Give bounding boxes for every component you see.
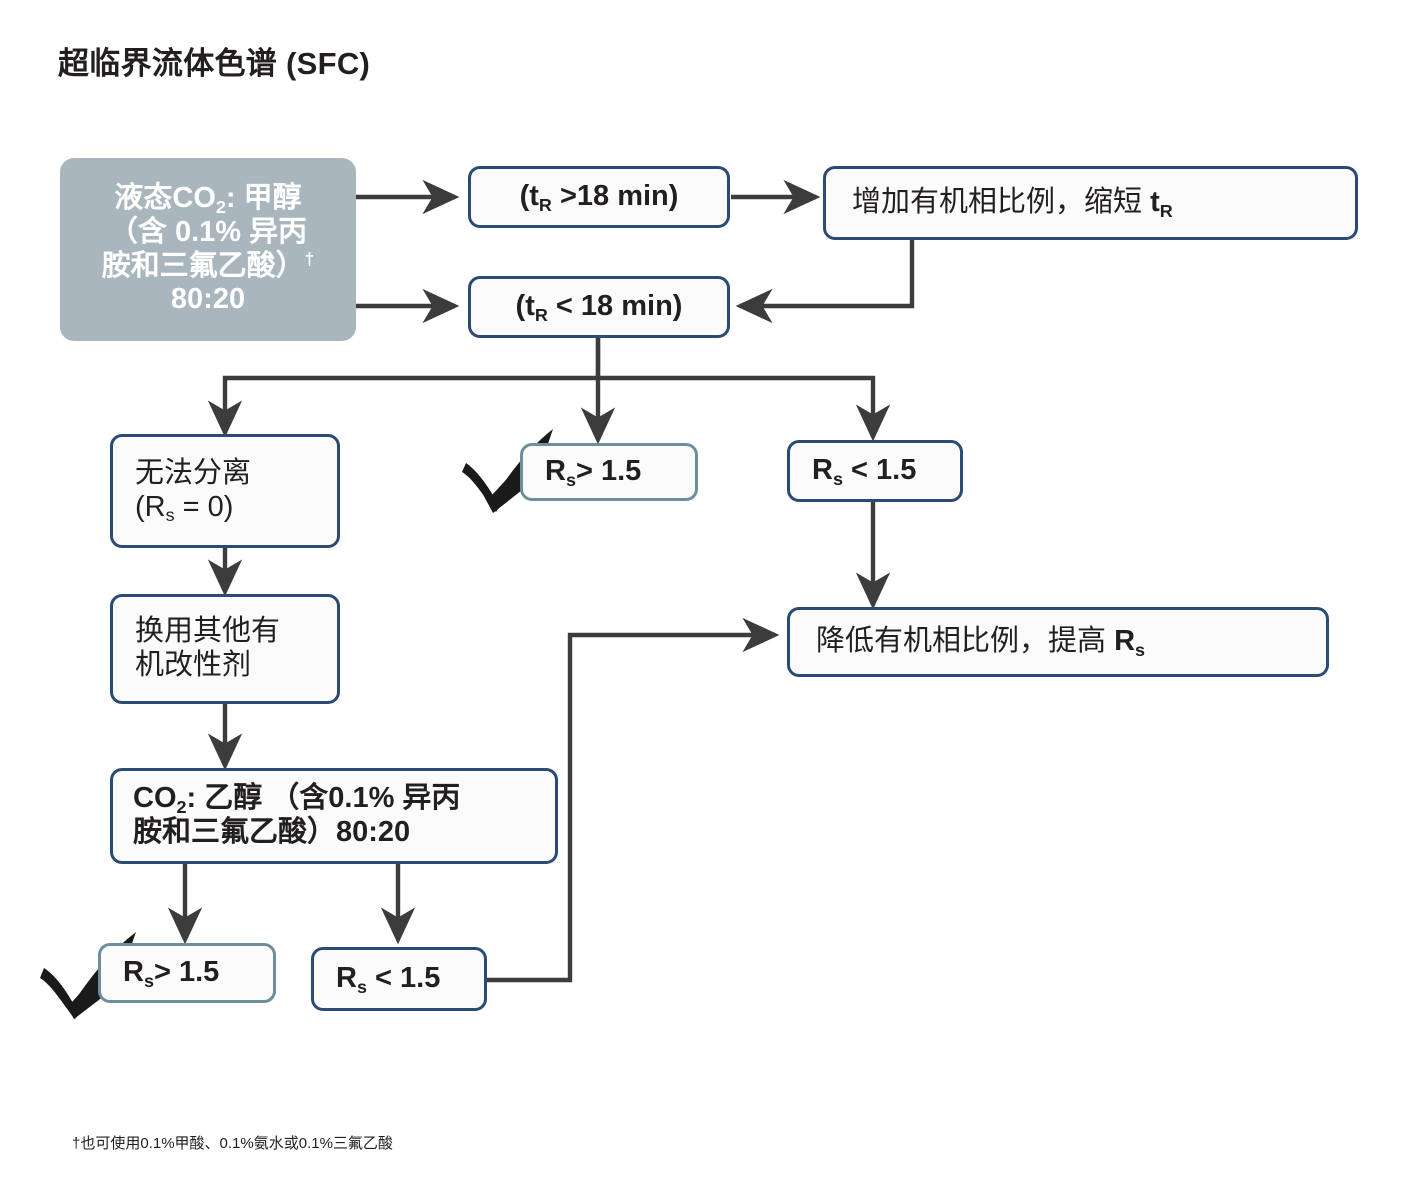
increase-pre: 增加有机相比例，缩短 xyxy=(852,186,1151,219)
start-line3: 胺和三氟乙酸） xyxy=(101,249,305,282)
node-change-modifier-text: 换用其他有 机改性剂 xyxy=(135,615,323,682)
increase-sub: R xyxy=(1159,200,1173,221)
node-rs-less-bottom[interactable]: Rs < 1.5 xyxy=(311,947,487,1011)
decrease-sym: R xyxy=(1114,625,1136,658)
node-tr-less-18[interactable]: (tR < 18 min) xyxy=(468,276,730,338)
start-line3-dagger: † xyxy=(304,248,315,269)
nosep-line2-sub: s xyxy=(165,505,175,526)
rslt-top-post: < 1.5 xyxy=(842,454,917,487)
node-rs-greater-top[interactable]: Rs> 1.5 xyxy=(520,443,698,501)
start-line1: 液态CO xyxy=(114,182,216,215)
node-rs-greater-top-text: Rs> 1.5 xyxy=(545,455,681,489)
co2eth-line2: 胺和三氟乙酸）80:20 xyxy=(133,816,411,848)
rsgt-bot-sub: s xyxy=(143,970,154,991)
increase-sym: t xyxy=(1150,186,1160,219)
node-co2-ethanol[interactable]: CO2: 乙醇 （含0.1% 异丙 胺和三氟乙酸）80:20 xyxy=(110,768,558,864)
node-decrease-organic[interactable]: 降低有机相比例，提高 Rs xyxy=(787,607,1329,677)
node-decrease-organic-text: 降低有机相比例，提高 Rs xyxy=(816,625,1312,659)
node-rs-greater-bottom-text: Rs> 1.5 xyxy=(123,956,259,990)
start-line1-sub: 2 xyxy=(215,196,226,217)
trlt-sub: R xyxy=(534,304,548,325)
edge-trlt-to-rs-lt-top xyxy=(598,375,891,442)
trlt-pre: (t xyxy=(515,290,535,323)
page-title: 超临界流体色谱 (SFC) xyxy=(58,46,371,81)
node-tr-greater-18-text: (tR >18 min) xyxy=(485,180,713,214)
node-start-mobile-phase[interactable]: 液态CO2: 甲醇 （含 0.1% 异丙 胺和三氟乙酸）† 80:20 xyxy=(60,158,356,341)
start-line2: （含 0.1% 异丙 xyxy=(108,215,308,248)
node-no-separation[interactable]: 无法分离 (Rs = 0) xyxy=(110,434,340,548)
rsgt-top-post: > 1.5 xyxy=(575,455,642,488)
node-increase-organic-text: 增加有机相比例，缩短 tR xyxy=(852,186,1341,220)
node-tr-less-18-text: (tR < 18 min) xyxy=(485,290,713,324)
node-rs-less-bottom-text: Rs < 1.5 xyxy=(336,962,470,996)
rslt-bot-post: < 1.5 xyxy=(366,962,441,995)
rsgt-bot-post: > 1.5 xyxy=(153,956,220,989)
trlt-post: < 18 min) xyxy=(547,290,683,323)
trgt-sub: R xyxy=(538,194,552,215)
edge-trlt-to-no-separation xyxy=(207,338,601,438)
footnote-text: †也可使用0.1%甲酸、0.1%氨水或0.1%三氟乙酸 xyxy=(72,1135,393,1152)
nosep-line1: 无法分离 xyxy=(135,457,252,490)
changemod-line1: 换用其他有 xyxy=(135,615,281,648)
rslt-top-sub: s xyxy=(832,468,843,489)
start-line4: 80:20 xyxy=(170,283,246,316)
rsgt-top-sub: s xyxy=(565,469,576,490)
changemod-line2: 机改性剂 xyxy=(135,649,252,681)
trgt-pre: (t xyxy=(519,180,539,213)
co2eth-line1-post: : 乙醇 （含0.1% 异丙 xyxy=(186,782,461,815)
decrease-pre: 降低有机相比例，提高 xyxy=(816,625,1115,658)
node-co2-ethanol-text: CO2: 乙醇 （含0.1% 异丙 胺和三氟乙酸）80:20 xyxy=(133,782,541,849)
node-rs-less-top[interactable]: Rs < 1.5 xyxy=(787,440,963,502)
rslt-bot-pre: R xyxy=(336,962,357,995)
decrease-sub: s xyxy=(1135,639,1146,660)
start-line1-rest: : 甲醇 xyxy=(225,182,302,215)
rslt-bot-sub: s xyxy=(356,976,367,997)
rsgt-top-pre: R xyxy=(545,455,566,488)
node-increase-organic[interactable]: 增加有机相比例，缩短 tR xyxy=(823,166,1358,240)
nosep-line2-post: = 0) xyxy=(174,491,234,523)
nosep-line2-pre: (R xyxy=(135,491,166,523)
edge-increase-feedback xyxy=(735,240,915,324)
node-no-separation-text: 无法分离 (Rs = 0) xyxy=(135,457,323,526)
trgt-post: >18 min) xyxy=(551,180,679,213)
co2eth-line1-sub: 2 xyxy=(176,796,187,817)
co2eth-line1-pre: CO xyxy=(133,782,177,815)
node-change-modifier[interactable]: 换用其他有 机改性剂 xyxy=(110,594,340,704)
rslt-top-pre: R xyxy=(812,454,833,487)
node-start-text: 液态CO2: 甲醇 （含 0.1% 异丙 胺和三氟乙酸）† 80:20 xyxy=(74,182,342,317)
node-rs-greater-bottom[interactable]: Rs> 1.5 xyxy=(98,943,276,1003)
rsgt-bot-pre: R xyxy=(123,956,144,989)
node-rs-less-top-text: Rs < 1.5 xyxy=(812,454,946,488)
node-tr-greater-18[interactable]: (tR >18 min) xyxy=(468,166,730,228)
